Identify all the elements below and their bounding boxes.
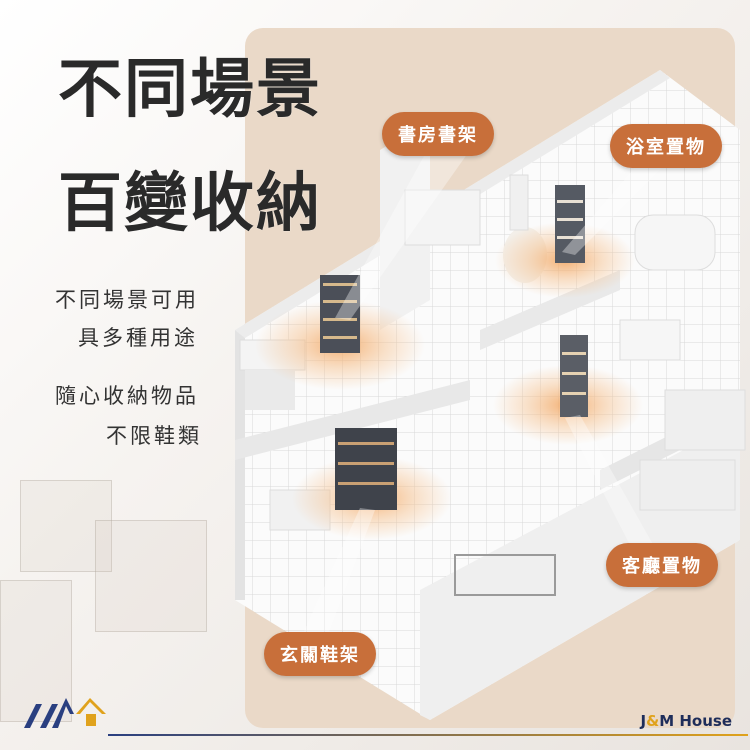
decor-cube <box>0 580 72 722</box>
subtext-line-4: 不限鞋類 <box>106 424 202 448</box>
subtext-line-2: 具多種用途 <box>78 326 198 350</box>
brand-name-amp: & <box>646 712 660 730</box>
brand-name-right: M House <box>659 712 732 730</box>
shelf-entry <box>335 428 397 510</box>
brand-underline <box>108 734 748 736</box>
tag-study-bookshelf: 書房書架 <box>382 112 494 156</box>
subtext-line-3: 隨心收納物品 <box>55 384 199 408</box>
brand-name: J&M House <box>641 712 732 730</box>
decor-cube <box>95 520 207 632</box>
headline-line-1: 不同場景 <box>58 53 322 127</box>
brand-logo-icon <box>24 698 106 728</box>
shelf-bath <box>555 185 585 263</box>
brand-name-left: J <box>640 712 647 730</box>
headline-line-2: 百變收納 <box>58 167 322 241</box>
tag-bathroom-storage: 浴室置物 <box>610 124 722 168</box>
tag-entryway-shoe-rack: 玄關鞋架 <box>264 632 376 676</box>
subtext-line-1: 不同場景可用 <box>55 288 199 312</box>
tag-living-room-storage: 客廳置物 <box>606 543 718 587</box>
decor-cube <box>20 480 112 572</box>
shelf-living <box>560 335 588 417</box>
shelf-study <box>320 275 360 353</box>
